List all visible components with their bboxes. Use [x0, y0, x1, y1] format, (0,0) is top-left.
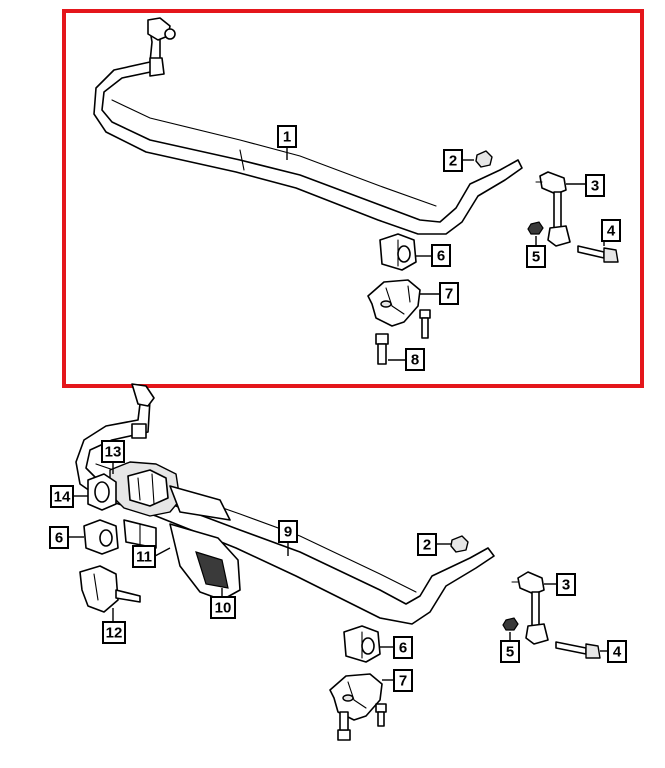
bracket-top — [367, 279, 421, 327]
svg-text:6: 6 — [55, 530, 63, 547]
svg-text:13: 13 — [105, 444, 122, 461]
callout-6-lower-right: 6 — [393, 636, 413, 659]
svg-text:9: 9 — [284, 524, 292, 541]
svg-text:2: 2 — [449, 153, 457, 170]
wiring-harness — [123, 519, 241, 601]
callout-5-top: 5 — [526, 245, 546, 268]
svg-text:5: 5 — [532, 249, 540, 266]
callout-7-top: 7 — [439, 282, 459, 305]
bushing-lower-left — [83, 519, 119, 555]
bracket-12 — [79, 565, 141, 613]
callout-3-lower: 3 — [556, 573, 576, 596]
callout-2-top: 2 — [443, 149, 463, 172]
bushing-left — [87, 473, 117, 511]
svg-text:10: 10 — [215, 600, 232, 617]
svg-text:5: 5 — [506, 644, 514, 661]
svg-text:6: 6 — [399, 640, 407, 657]
svg-text:12: 12 — [106, 625, 123, 642]
callout-9: 9 — [278, 520, 298, 543]
svg-text:6: 6 — [437, 248, 445, 265]
bracket-lower — [329, 673, 383, 721]
nut-top — [475, 150, 493, 168]
callout-7-lower: 7 — [393, 669, 413, 692]
svg-text:1: 1 — [283, 129, 291, 146]
svg-text:3: 3 — [562, 577, 570, 594]
callout-6-top: 6 — [431, 244, 451, 267]
bushing-lower-right — [343, 625, 381, 663]
nut-lower — [450, 535, 469, 553]
svg-text:4: 4 — [607, 223, 616, 240]
svg-text:4: 4 — [613, 644, 622, 661]
callout-4-lower: 4 — [607, 640, 627, 663]
stabilizer-bar-upper — [93, 17, 523, 235]
actuator-housing — [109, 461, 231, 521]
svg-text:2: 2 — [423, 537, 431, 554]
callout-14: 14 — [50, 485, 74, 508]
nut-5-lower — [502, 617, 519, 631]
lower-assembly: 13 14 6 11 10 9 12 2 — [49, 383, 627, 741]
callout-4-top: 4 — [601, 219, 621, 242]
callout-12: 12 — [102, 621, 126, 644]
bolts-lower — [337, 703, 387, 741]
sway-bar-link-top — [535, 171, 571, 247]
svg-text:3: 3 — [591, 178, 599, 195]
svg-text:14: 14 — [54, 489, 71, 506]
callout-10: 10 — [210, 596, 236, 619]
callout-3-top: 3 — [585, 174, 605, 197]
svg-text:7: 7 — [399, 673, 407, 690]
bushing-top — [379, 233, 417, 271]
callout-8-top: 8 — [405, 348, 425, 371]
callout-11: 11 — [132, 545, 156, 568]
svg-text:11: 11 — [136, 549, 152, 566]
svg-text:8: 8 — [411, 352, 419, 369]
upper-assembly: 1 2 3 4 5 6 7 8 — [93, 17, 621, 371]
bolt-lower — [555, 641, 601, 659]
svg-text:7: 7 — [445, 286, 453, 303]
sway-bar-link-lower — [511, 571, 549, 645]
highlight-frame — [62, 9, 644, 388]
callout-6-lower-left: 6 — [49, 526, 69, 549]
nut-5-top — [527, 221, 544, 235]
callout-5-lower: 5 — [500, 640, 520, 663]
bolt-top — [577, 245, 619, 263]
callout-13: 13 — [101, 440, 125, 463]
callout-1-top: 1 — [277, 125, 297, 148]
callout-2-lower: 2 — [417, 533, 437, 556]
bolts-top — [375, 309, 431, 365]
